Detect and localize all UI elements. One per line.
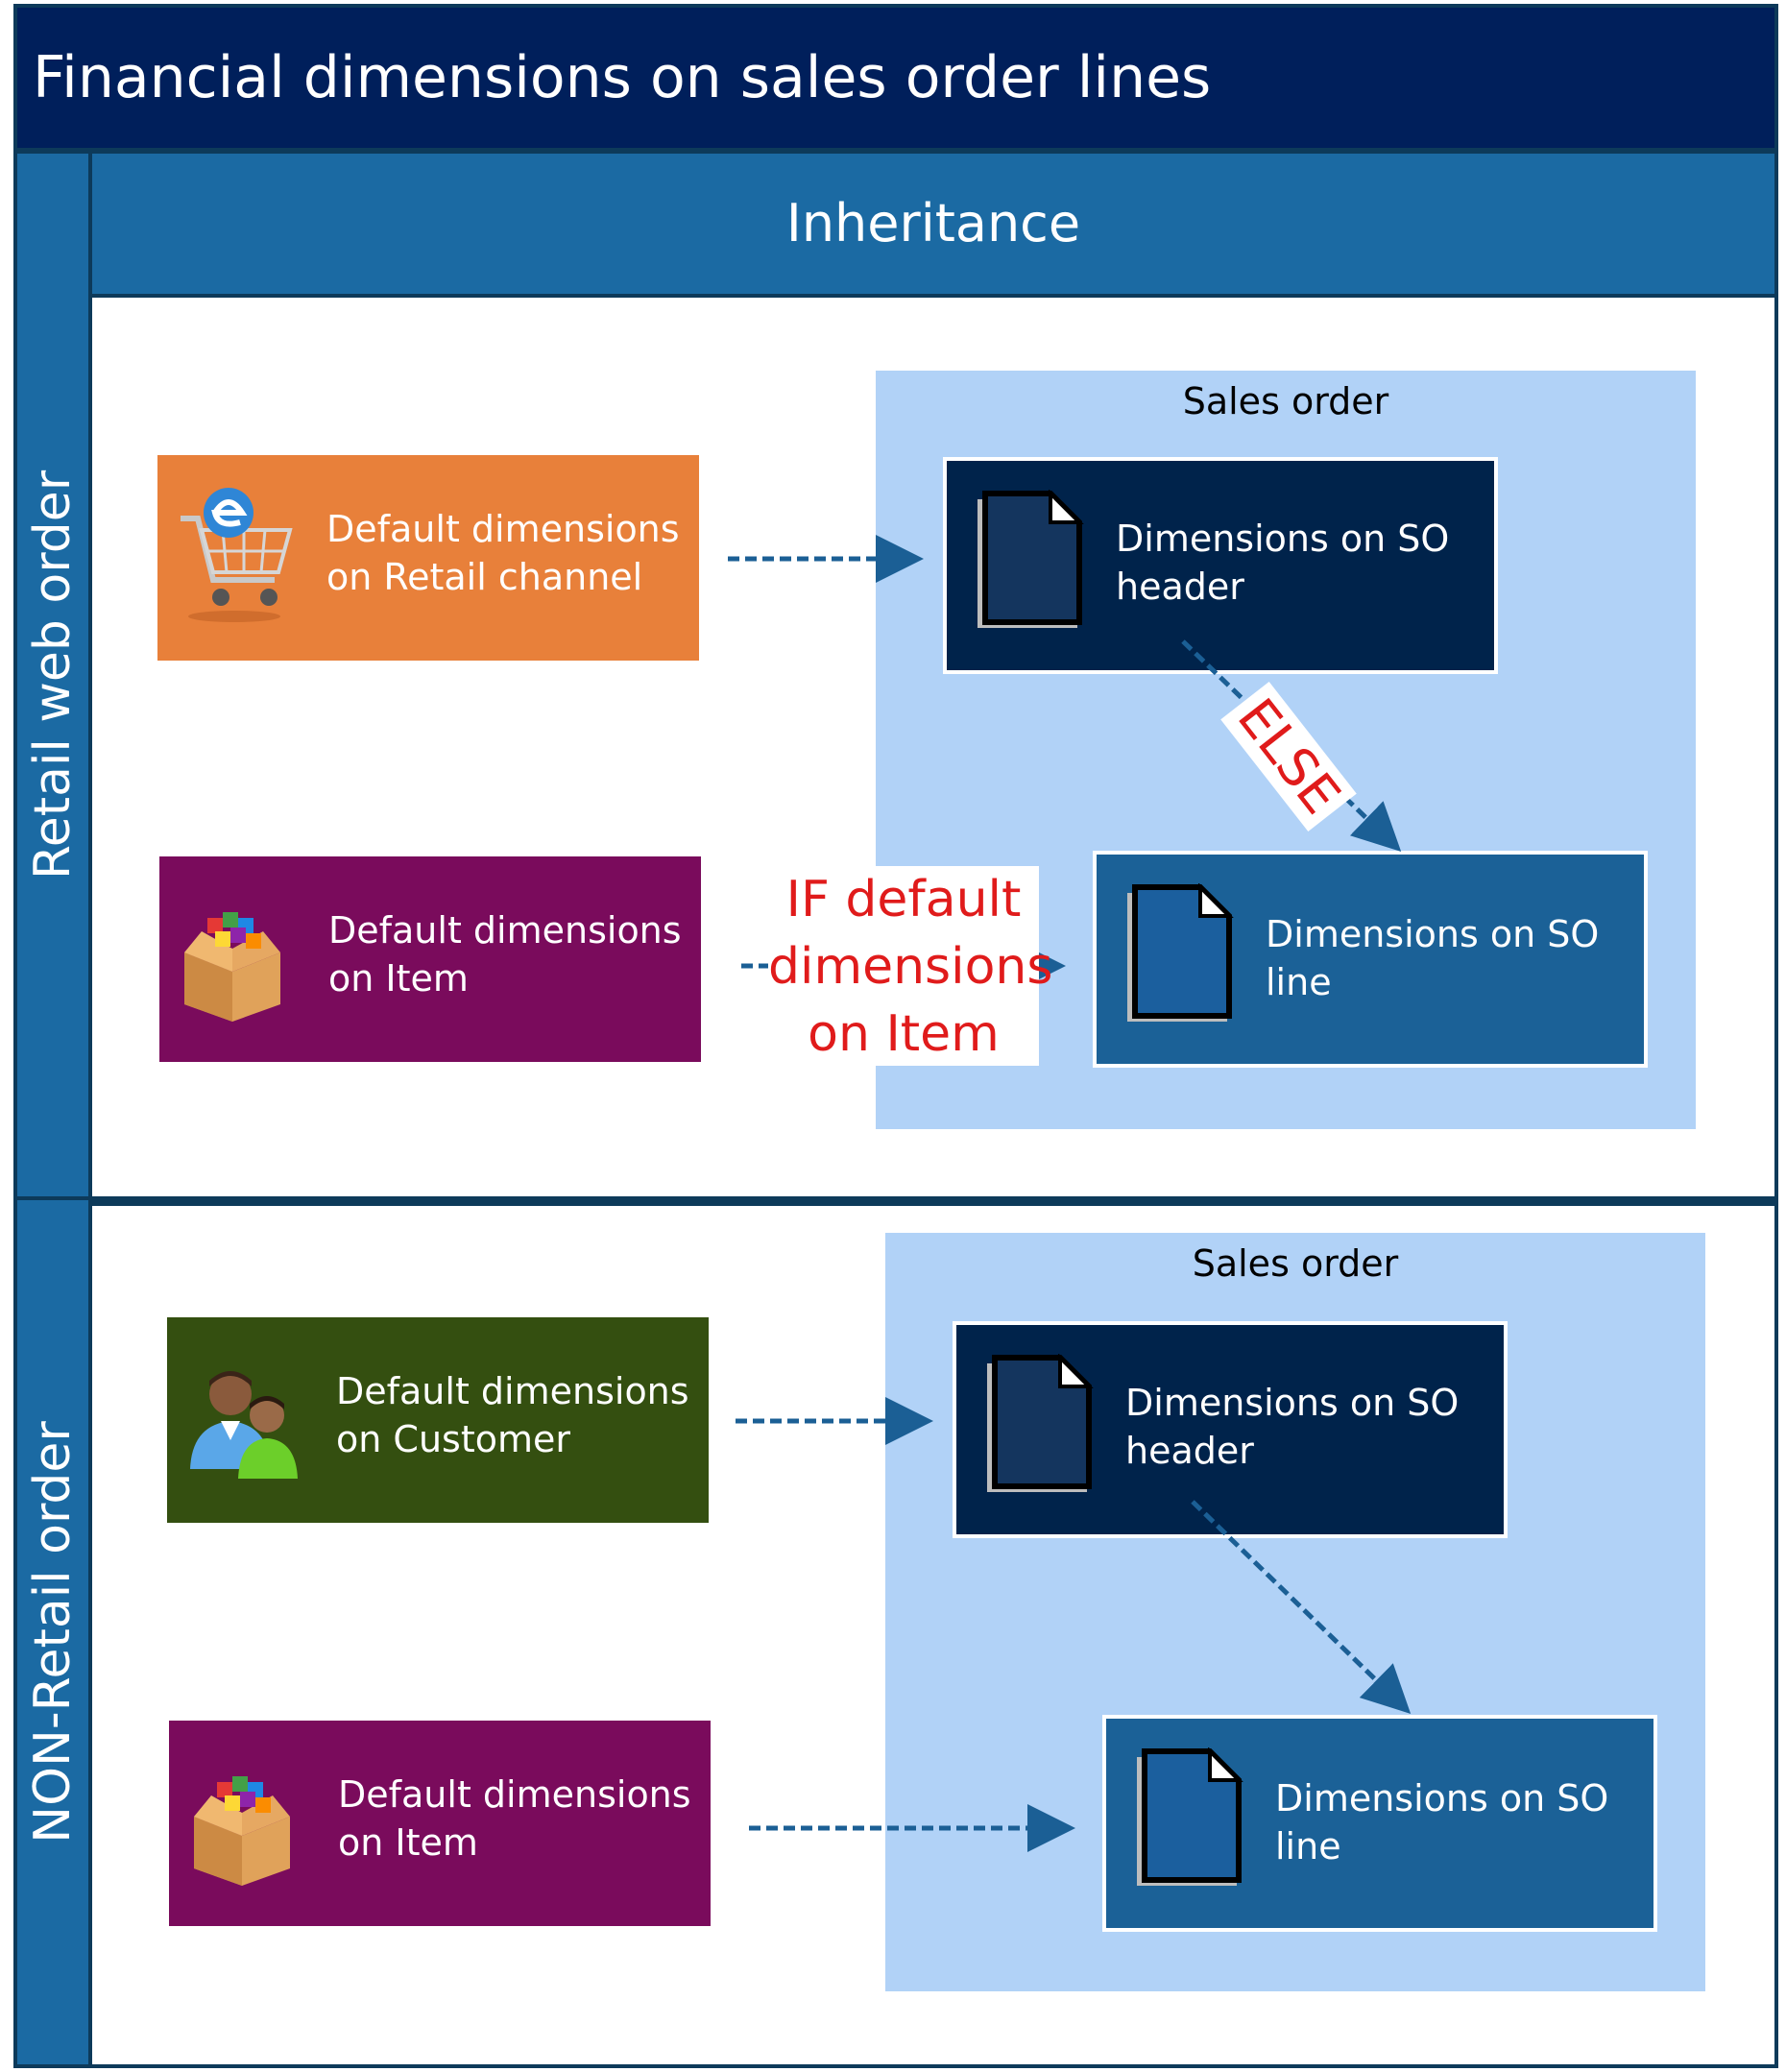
source-box-retail-channel: Default dimensions on Retail channel <box>157 455 699 661</box>
so-line-label-retail: Dimensions on SO line <box>1266 910 1630 1006</box>
so-label-line: Dimensions on SO <box>1266 913 1600 955</box>
condition-line: IF default <box>785 871 1022 928</box>
document-icon <box>987 1354 1094 1492</box>
so-label-line: header <box>1125 1430 1254 1472</box>
title-bar <box>17 8 1774 148</box>
so-label-line: line <box>1275 1825 1341 1867</box>
so-header-label-retail: Dimensions on SO header <box>1116 515 1481 611</box>
condition-line: on Item <box>808 1005 1000 1063</box>
source-label-item-retail: Default dimensions on Item <box>328 906 693 1002</box>
lane-label-non-retail: NON-Retail order <box>17 1200 88 2064</box>
source-box-item-retail: Default dimensions on Item <box>159 856 701 1062</box>
so-label-line: Dimensions on SO <box>1125 1382 1460 1424</box>
condition-line: dimensions <box>768 938 1053 996</box>
box-icon <box>184 912 280 1022</box>
source-label-line: Default dimensions <box>338 1773 691 1816</box>
so-line-box-retail: Dimensions on SO line <box>1093 851 1648 1068</box>
document-icon <box>1127 883 1234 1022</box>
source-label-line: on Customer <box>336 1418 570 1460</box>
so-line-box-non-retail: Dimensions on SO line <box>1102 1715 1657 1932</box>
source-label-customer: Default dimensions on Customer <box>336 1367 701 1463</box>
so-header-box-non-retail: Dimensions on SO header <box>953 1321 1508 1538</box>
so-label-line: Dimensions on SO <box>1275 1777 1609 1819</box>
lane-label-retail: Retail web order <box>17 154 88 1196</box>
source-label-item-non-retail: Default dimensions on Item <box>338 1771 703 1867</box>
so-label-line: header <box>1116 566 1244 608</box>
sales-order-title-non-retail: Sales order <box>1192 1242 1399 1285</box>
source-label-retail-channel: Default dimensions on Retail channel <box>326 505 691 601</box>
so-header-box-retail: Dimensions on SO header <box>943 457 1498 674</box>
sales-order-title-retail: Sales order <box>1182 380 1389 422</box>
condition-note: IF default dimensions on Item <box>768 866 1053 1066</box>
so-line-label-non-retail: Dimensions on SO line <box>1275 1774 1640 1870</box>
source-label-line: on Item <box>328 957 469 1000</box>
so-label-line: Dimensions on SO <box>1116 518 1450 560</box>
source-label-line: Default dimensions <box>328 909 682 952</box>
shopping-cart-icon <box>181 488 293 622</box>
source-label-line: Default dimensions <box>326 508 680 550</box>
page-title: Financial dimensions on sales order line… <box>33 44 1212 111</box>
so-label-line: line <box>1266 961 1332 1003</box>
document-icon <box>1137 1747 1243 1886</box>
box-icon <box>194 1776 290 1886</box>
source-label-line: on Item <box>338 1821 478 1864</box>
source-label-line: Default dimensions <box>336 1370 689 1412</box>
source-box-customer: Default dimensions on Customer <box>167 1317 709 1523</box>
source-label-line: on Retail channel <box>326 556 643 598</box>
arrow-so-header-to-so-line-non-retail <box>1191 1500 1412 1714</box>
so-header-label-non-retail: Dimensions on SO header <box>1125 1379 1490 1475</box>
column-header <box>92 154 1774 294</box>
customers-icon <box>190 1371 298 1479</box>
document-icon <box>977 490 1084 628</box>
source-box-item-non-retail: Default dimensions on Item <box>169 1721 711 1926</box>
column-header-label: Inheritance <box>785 193 1081 253</box>
